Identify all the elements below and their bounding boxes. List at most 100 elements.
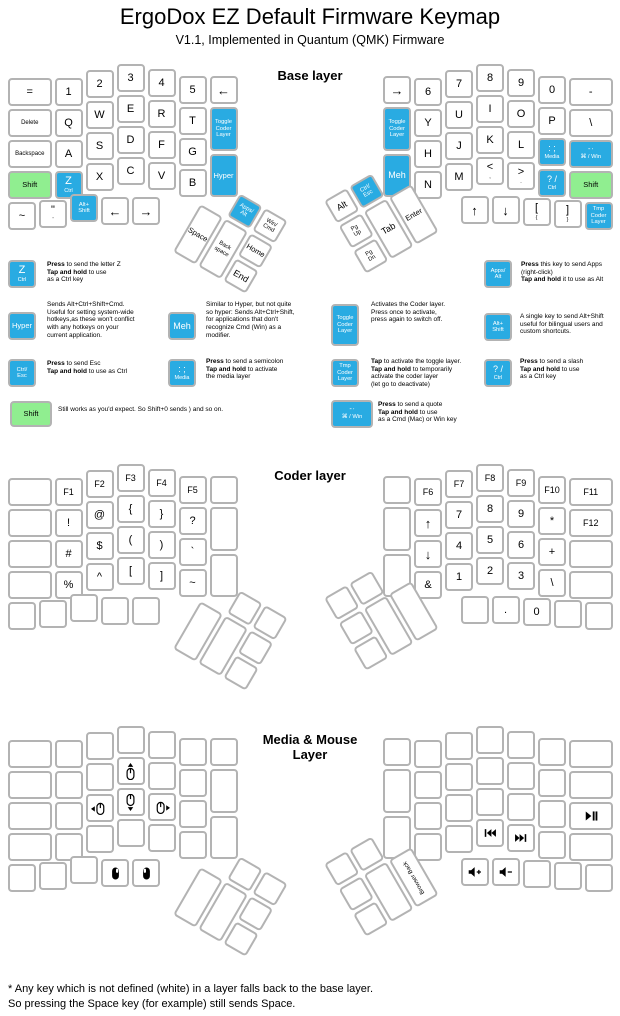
key-coder-R-28: . bbox=[491, 596, 520, 624]
key-label: * bbox=[549, 514, 555, 527]
key-media-L-18 bbox=[147, 793, 176, 821]
key-label: 7 bbox=[455, 77, 463, 90]
key-label: 3 bbox=[127, 71, 134, 84]
key-base-R-19: “ '⌘ / Win bbox=[569, 140, 613, 168]
key-media-L-4 bbox=[147, 731, 176, 759]
key-coder-R-18: + bbox=[538, 538, 566, 566]
key-label: T bbox=[189, 114, 196, 127]
key-coder-R-14: ↓ bbox=[414, 540, 442, 568]
mouse-down-icon bbox=[126, 793, 135, 811]
key-media-R-12 bbox=[538, 769, 566, 797]
key-media-R-7 bbox=[383, 769, 411, 813]
play-pause-icon bbox=[585, 811, 598, 821]
arrow-right-icon: → bbox=[139, 203, 153, 219]
key-label: < bbox=[486, 161, 494, 173]
key-label: C bbox=[126, 164, 135, 177]
mouse-left-icon bbox=[91, 802, 105, 815]
key-label: 5 bbox=[486, 533, 494, 546]
key-base-R-6: - bbox=[569, 78, 613, 106]
legend-key-11: “ '⌘ / Win bbox=[331, 400, 373, 428]
key-base-L-2: 2 bbox=[85, 70, 114, 98]
key-label: + bbox=[548, 545, 556, 558]
legend-key-6: Ctrl/Esc bbox=[8, 359, 36, 387]
prev-track-icon bbox=[484, 829, 496, 837]
key-media-L-10 bbox=[116, 757, 145, 785]
key-media-R-25 bbox=[538, 831, 566, 859]
key-base-L-17: D bbox=[116, 126, 145, 154]
key-base-R-29: [{ bbox=[522, 198, 551, 226]
media-layer-board: Media & Mouse Layer Browser Back bbox=[0, 718, 620, 978]
key-coder-R-29: 0 bbox=[522, 598, 551, 626]
key-coder-R-15: 4 bbox=[445, 532, 473, 560]
key-label: ` bbox=[190, 545, 195, 558]
key-base-R-16: K bbox=[476, 126, 504, 154]
key-media-R-8 bbox=[414, 771, 442, 799]
key-coder-L-3: F3 bbox=[116, 464, 145, 492]
key-base-L-12: T bbox=[178, 107, 207, 135]
key-coder-R-23: 2 bbox=[476, 557, 504, 585]
key-media-L-28 bbox=[39, 862, 67, 890]
key-label: Alt bbox=[334, 198, 349, 213]
key-label: Alt+Shift bbox=[492, 320, 504, 333]
key-coder-L-19: ` bbox=[178, 538, 207, 566]
key-label: Q bbox=[64, 116, 73, 129]
key-label: Shift bbox=[22, 180, 38, 190]
key-label: Home bbox=[244, 241, 267, 260]
legend-key-7: : ;Media bbox=[168, 359, 196, 387]
key-label: \ bbox=[550, 576, 554, 589]
key-base-R-22: M bbox=[445, 163, 473, 191]
key-coder-R-13: F12 bbox=[569, 509, 613, 537]
key-media-R-22 bbox=[445, 825, 473, 853]
key-label: 6 bbox=[517, 538, 525, 551]
key-label: F6 bbox=[422, 486, 434, 497]
coder-layer-title: Coder layer bbox=[274, 468, 346, 483]
key-base-L-0: = bbox=[8, 78, 52, 106]
key-base-R-3: 8 bbox=[476, 64, 504, 92]
key-coder-L-10: { bbox=[116, 495, 145, 523]
key-label: Hyper bbox=[11, 321, 32, 331]
key-coder-R-2: F7 bbox=[445, 470, 473, 498]
key-base-R-24: >. bbox=[507, 162, 535, 190]
key-label: 0 bbox=[533, 605, 540, 618]
legend-key-10: Shift bbox=[10, 401, 52, 427]
key-media-L-11 bbox=[147, 762, 176, 790]
key-media-L-6 bbox=[209, 738, 238, 766]
key-media-R-11 bbox=[507, 762, 535, 790]
key-label: I bbox=[488, 102, 492, 115]
key-label: : ; bbox=[178, 364, 186, 374]
key-coder-L-29 bbox=[70, 594, 98, 622]
key-label: Browser Back bbox=[401, 859, 426, 895]
key-label: 8 bbox=[486, 71, 494, 84]
key-coder-L-12: ? bbox=[178, 507, 207, 535]
key-coder-L-22: ^ bbox=[85, 563, 114, 591]
page-subtitle: V1.1, Implemented in Quantum (QMK) Firmw… bbox=[175, 33, 445, 47]
key-coder-R-6: F11 bbox=[569, 478, 613, 506]
mouse-right-icon bbox=[156, 801, 170, 814]
key-media-L-25 bbox=[178, 831, 207, 859]
key-media-L-26 bbox=[209, 815, 238, 859]
key-label: R bbox=[157, 107, 166, 120]
key-base-L-25: B bbox=[178, 169, 207, 197]
key-media-R-9 bbox=[445, 763, 473, 791]
key-label: F9 bbox=[515, 477, 527, 488]
key-coder-L-13 bbox=[209, 507, 238, 551]
key-coder-L-8: ! bbox=[54, 509, 83, 537]
arrow-left-icon: ← bbox=[108, 203, 122, 219]
key-coder-R-8: ↑ bbox=[414, 509, 442, 537]
key-label: [ bbox=[128, 564, 133, 577]
key-label: U bbox=[455, 108, 463, 121]
key-media-L-20 bbox=[8, 833, 52, 861]
next-track-icon bbox=[515, 834, 527, 842]
key-base-R-8: Y bbox=[414, 109, 442, 137]
key-label: Backspace bbox=[15, 151, 45, 157]
key-coder-R-1: F6 bbox=[414, 478, 442, 506]
key-base-R-27: ↑ bbox=[460, 196, 489, 224]
media-layer-title: Media & Mouse Layer bbox=[262, 732, 358, 762]
